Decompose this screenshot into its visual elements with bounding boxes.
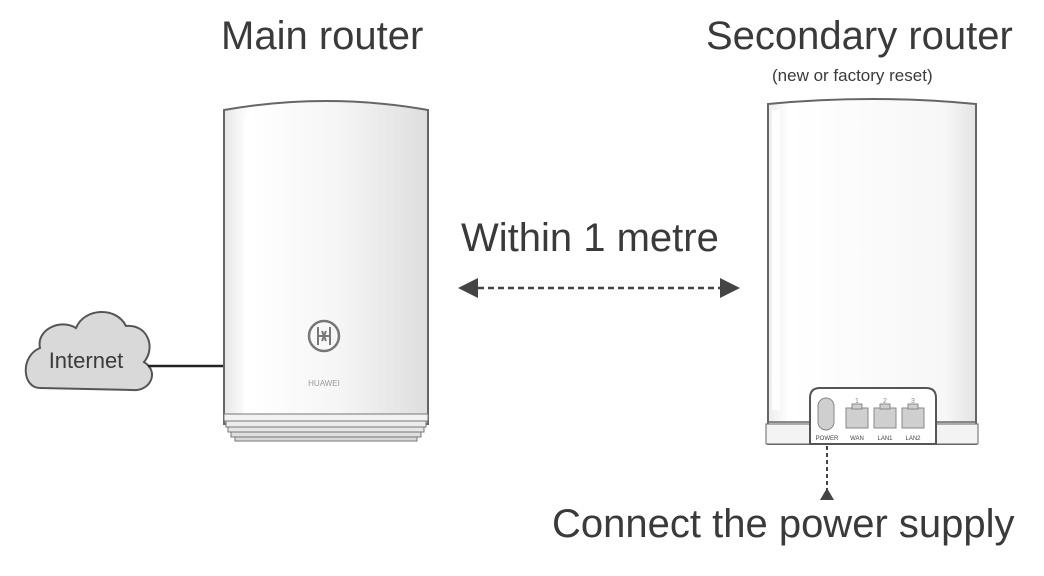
distance-label: Within 1 metre <box>461 216 719 260</box>
power-arrow-icon <box>820 488 834 500</box>
wan-port <box>845 403 869 429</box>
power-port <box>817 397 835 431</box>
main-router-title: Main router <box>221 14 424 58</box>
power-supply-caption: Connect the power supply <box>552 502 1015 546</box>
port-number: 3 <box>911 398 915 405</box>
port-number: 1 <box>855 398 859 405</box>
port-label: LAN1 <box>877 436 893 442</box>
brand-label: HUAWEI <box>308 379 340 388</box>
secondary-router-title: Secondary router <box>706 14 1013 58</box>
lan2-port <box>901 403 925 429</box>
secondary-router: 1 2 3 POWER WAN LAN1 LAN2 <box>765 98 979 445</box>
internet-label: Internet <box>49 348 124 373</box>
lan1-port <box>873 403 897 429</box>
huawei-logo-icon <box>307 319 341 353</box>
secondary-router-subtitle: (new or factory reset) <box>772 66 933 85</box>
port-label: WAN <box>850 436 864 442</box>
main-router <box>223 100 429 442</box>
port-label: LAN2 <box>905 436 921 442</box>
port-label: POWER <box>816 436 839 442</box>
port-number: 2 <box>883 398 887 405</box>
port-panel <box>809 387 937 445</box>
